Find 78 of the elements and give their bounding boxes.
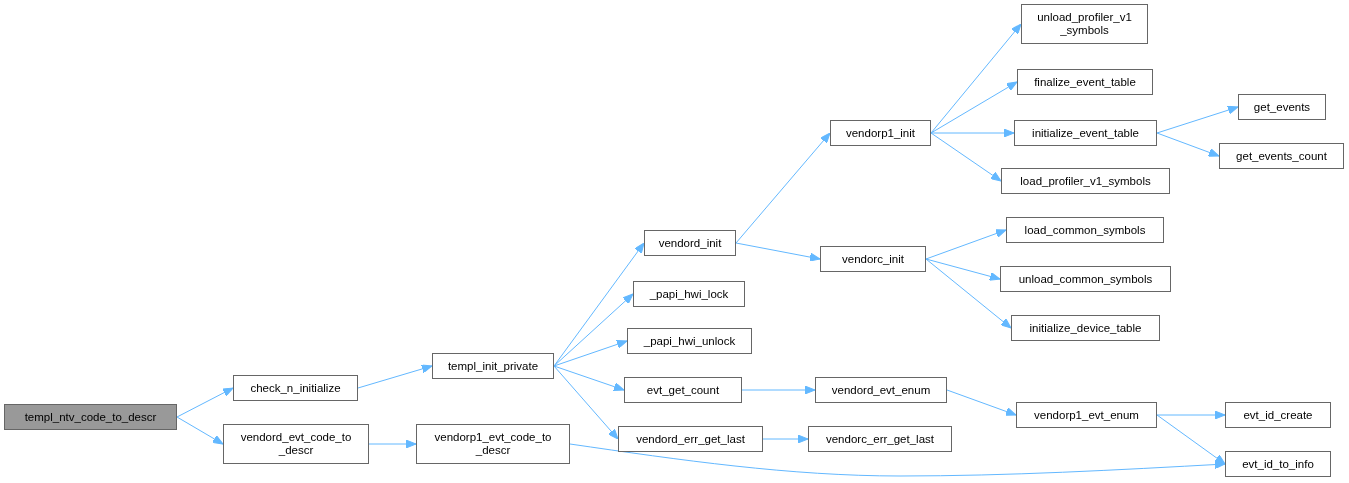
function-name: vendord_evt_code_to _descr <box>239 431 353 457</box>
function-box <box>808 426 952 452</box>
function-name: initialize_device_table <box>1029 321 1142 335</box>
call-arrow <box>741 385 816 395</box>
function-box <box>1016 402 1157 428</box>
function-box <box>1001 168 1170 194</box>
function-name: evt_id_to_info <box>1242 457 1314 471</box>
call-arrow <box>1156 105 1239 134</box>
call-arrow <box>553 293 634 367</box>
function-name: vendorp1_evt_enum <box>1034 408 1139 422</box>
function-name: get_events_count <box>1236 149 1327 163</box>
call-arrow <box>553 365 625 392</box>
function-name: initialize_event_table <box>1032 126 1139 140</box>
call-arrow <box>762 434 809 444</box>
function-name: vendord_evt_enum <box>831 383 931 397</box>
function-box <box>1219 143 1344 169</box>
function-box <box>627 328 752 354</box>
call-arrow <box>735 242 821 262</box>
function-box <box>4 404 177 430</box>
function-name: check_n_initialize <box>250 381 341 395</box>
function-name: unload_common_symbols <box>1018 272 1153 286</box>
function-box <box>1014 120 1157 146</box>
call-arrow <box>176 416 224 445</box>
call-arrow <box>930 81 1018 134</box>
call-arrow <box>946 389 1017 416</box>
function-name: load_profiler_v1_symbols <box>1020 174 1151 188</box>
function-box <box>1225 451 1331 477</box>
function-box <box>1011 315 1160 341</box>
call-arrow <box>925 258 1001 281</box>
call-arrow <box>735 132 831 244</box>
function-box <box>624 377 742 403</box>
call-arrow <box>1156 414 1226 465</box>
function-name: vendorp1_evt_code_to _descr <box>433 431 553 457</box>
function-box <box>1021 4 1148 44</box>
function-box <box>830 120 931 146</box>
call-arrow <box>930 132 1002 182</box>
call-arrow <box>368 439 417 449</box>
call-arrow <box>930 128 1015 138</box>
function-box <box>432 353 554 379</box>
call-arrow <box>925 229 1007 260</box>
function-name: templ_init_private <box>447 359 539 373</box>
function-name: vendord_init <box>658 236 722 250</box>
function-name: vendorp1_init <box>845 126 916 140</box>
function-box <box>1017 69 1153 95</box>
call-arrow <box>357 364 433 389</box>
function-box <box>815 377 947 403</box>
call-arrow <box>569 443 1226 477</box>
function-name: vendorc_err_get_last <box>825 432 934 446</box>
function-box <box>1238 94 1326 120</box>
function-name: _papi_hwi_unlock <box>643 334 736 348</box>
function-name: vendord_err_get_last <box>636 432 745 446</box>
function-name: vendorc_init <box>842 252 904 266</box>
function-box <box>820 246 926 272</box>
call-arrow <box>553 339 628 367</box>
call-arrow <box>553 242 645 367</box>
call-arrow <box>1156 132 1220 157</box>
function-box <box>233 375 358 401</box>
function-name: templ_ntv_code_to_descr <box>24 410 157 424</box>
call-arrow <box>1156 410 1226 420</box>
call-arrow <box>930 23 1022 134</box>
function-name: finalize_event_table <box>1034 75 1136 89</box>
function-name: load_common_symbols <box>1024 223 1146 237</box>
function-name: unload_profiler_v1 _symbols <box>1036 11 1133 37</box>
function-box <box>644 230 736 256</box>
function-box <box>1225 402 1331 428</box>
function-name: _papi_hwi_lock <box>649 287 729 301</box>
function-name: evt_get_count <box>646 383 720 397</box>
function-box <box>1006 217 1164 243</box>
function-box <box>618 426 763 452</box>
function-box <box>223 424 369 464</box>
function-name: evt_id_create <box>1243 408 1313 422</box>
function-box <box>633 281 745 307</box>
call-arrow <box>925 258 1012 329</box>
function-name: get_events <box>1253 100 1311 114</box>
function-box <box>416 424 570 464</box>
call-arrow <box>553 365 619 440</box>
call-arrow <box>176 387 234 418</box>
function-box <box>1000 266 1171 292</box>
